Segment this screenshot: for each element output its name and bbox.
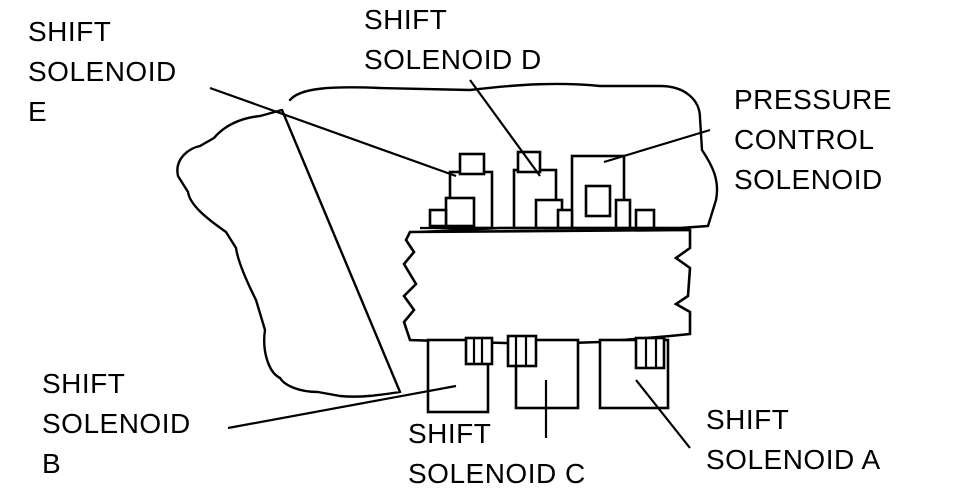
valve-body xyxy=(402,228,692,346)
label-shift-solenoid-e: SHIFT SOLENOID E xyxy=(28,16,177,127)
label-pressure-control-solenoid: PRESSURE CONTROL SOLENOID xyxy=(734,84,893,195)
leader-line-pressure xyxy=(603,128,711,164)
solenoid-e-connector xyxy=(444,196,476,228)
leader-line-b xyxy=(227,384,457,430)
leader-line-e xyxy=(209,86,457,178)
label-shift-solenoid-d: SHIFT SOLENOID D xyxy=(364,4,542,75)
leader-line-a xyxy=(635,379,691,449)
bottom-fitting xyxy=(634,336,666,370)
solenoid-e-cap xyxy=(458,152,486,176)
top-bolt xyxy=(428,208,448,228)
top-bolt xyxy=(556,208,574,230)
label-shift-solenoid-c: SHIFT SOLENOID C xyxy=(408,418,586,489)
leader-line-d xyxy=(469,79,541,177)
bottom-fitting xyxy=(464,336,494,366)
label-shift-solenoid-b: SHIFT SOLENOID B xyxy=(42,368,191,479)
top-bolt xyxy=(634,208,656,230)
top-bolt xyxy=(614,198,632,230)
bottom-fitting xyxy=(506,334,538,368)
pressure-control-connector xyxy=(584,184,612,218)
label-shift-solenoid-a: SHIFT SOLENOID A xyxy=(706,404,881,475)
transmission-case-outline xyxy=(176,82,719,398)
